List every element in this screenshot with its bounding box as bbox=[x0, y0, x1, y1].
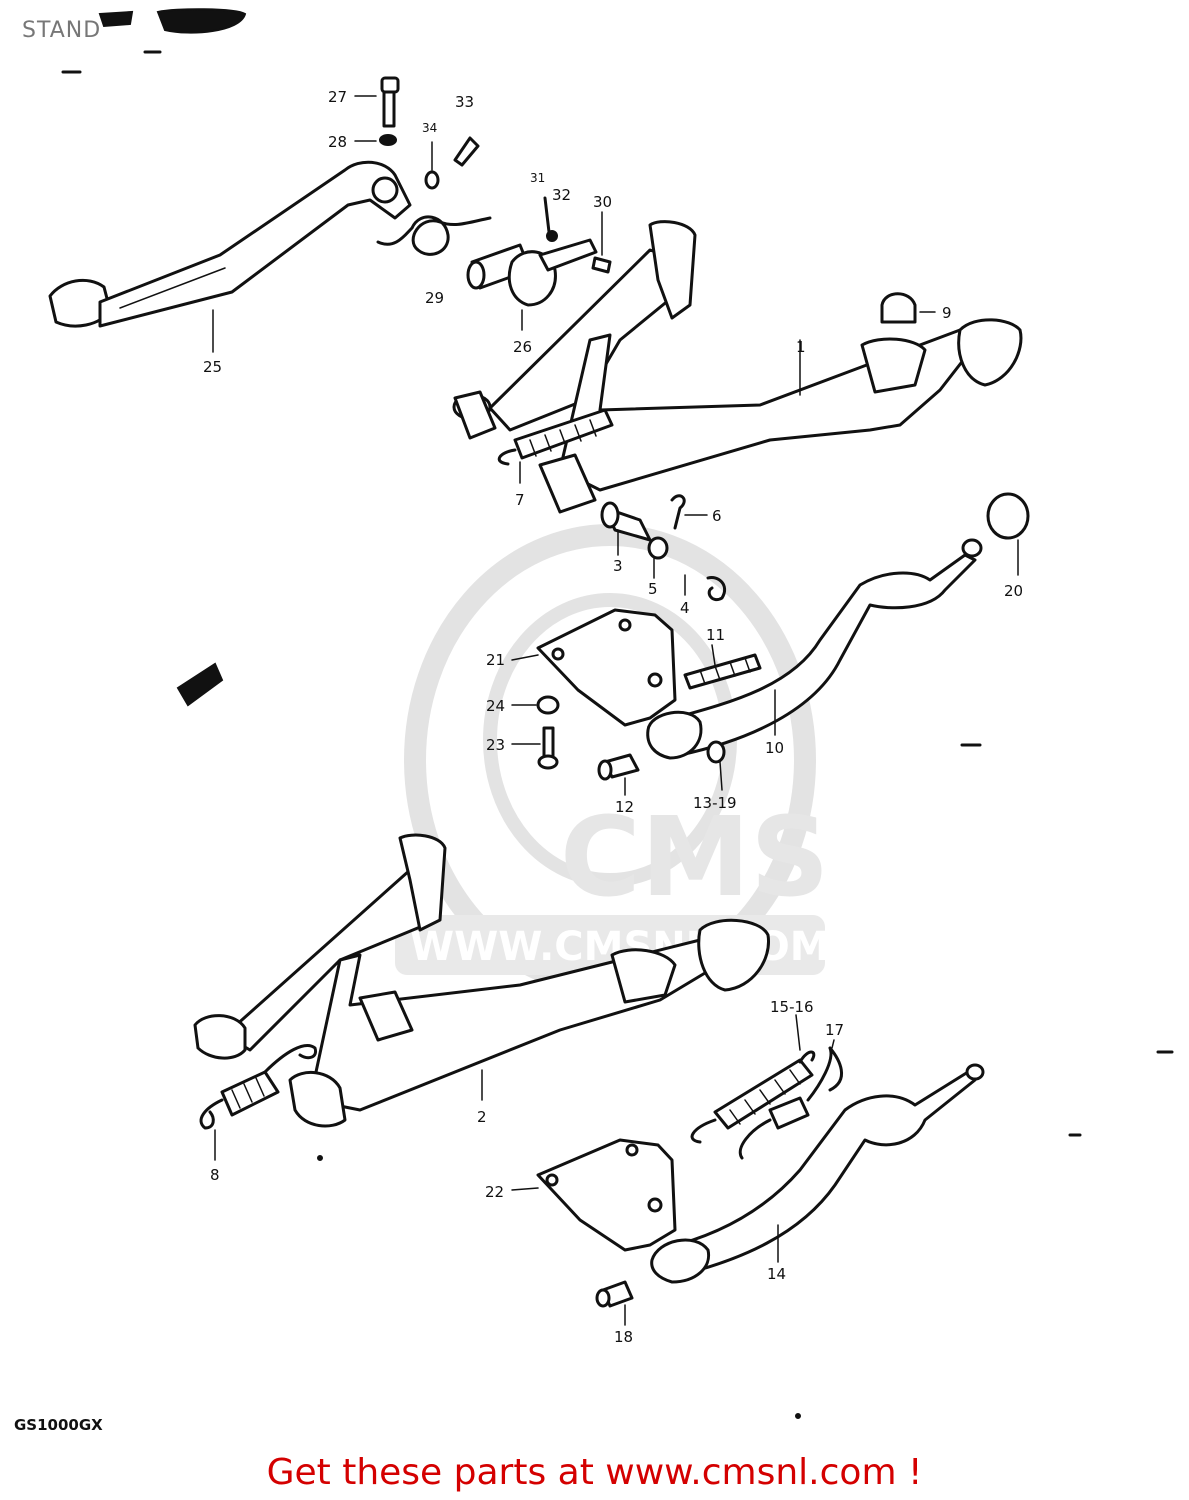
callout-15-16: 15-16 bbox=[770, 998, 814, 1016]
bracket-bolt bbox=[537, 726, 559, 770]
callout-14: 14 bbox=[767, 1265, 786, 1283]
adjuster-bolt bbox=[453, 136, 480, 167]
callout-7: 7 bbox=[515, 491, 525, 509]
pivot-shaft bbox=[600, 501, 652, 542]
margin-marks bbox=[317, 743, 1174, 1419]
cotter-pin bbox=[670, 494, 686, 530]
spring-17 bbox=[738, 1046, 843, 1160]
side-stand-bracket bbox=[536, 608, 677, 727]
side-stand-lower bbox=[650, 1063, 985, 1284]
callout-6: 6 bbox=[712, 507, 722, 525]
callout-29: 29 bbox=[425, 289, 444, 307]
center-stand-lower bbox=[193, 833, 770, 1128]
side-stand-nut bbox=[706, 740, 726, 764]
callout-20: 20 bbox=[1004, 582, 1023, 600]
callout-27: 27 bbox=[328, 88, 347, 106]
washer bbox=[379, 134, 397, 146]
exploded-parts-diagram: CMS WWW.CMSNL.COM bbox=[48, 8, 1174, 1419]
callout-32: 32 bbox=[552, 186, 571, 204]
cmsnl-link[interactable]: Get these parts at www.cmsnl.com ! bbox=[266, 1452, 923, 1493]
callout-9: 9 bbox=[942, 304, 952, 322]
return-spring bbox=[376, 215, 492, 256]
callout-34: 34 bbox=[422, 121, 437, 135]
callout-1: 1 bbox=[796, 338, 806, 356]
callout-8: 8 bbox=[210, 1166, 220, 1184]
side-stand-cap bbox=[986, 492, 1030, 540]
pedal-shaft bbox=[466, 196, 612, 307]
side-stand-spring-lower bbox=[690, 1050, 816, 1144]
side-stand-bracket-lower bbox=[536, 1138, 677, 1252]
clip bbox=[706, 575, 727, 602]
stopper-rubber bbox=[880, 292, 917, 324]
callout-28: 28 bbox=[328, 133, 347, 151]
diagram-title: STAND bbox=[22, 18, 102, 43]
callout-3: 3 bbox=[613, 557, 623, 575]
callout-5: 5 bbox=[648, 580, 658, 598]
pivot-washer bbox=[647, 536, 669, 560]
header-smudge bbox=[61, 8, 247, 74]
callout-22: 22 bbox=[485, 1183, 504, 1201]
leader-lines bbox=[212, 95, 1019, 1326]
callout-labels: 27 28 33 34 31 32 30 29 26 25 9 1 7 6 3 … bbox=[203, 88, 1023, 1346]
bracket-nut bbox=[536, 695, 560, 715]
model-code: GS1000GX bbox=[14, 1416, 103, 1434]
callout-10: 10 bbox=[765, 739, 784, 757]
stand-spring-upper bbox=[497, 408, 614, 466]
callout-11: 11 bbox=[706, 626, 725, 644]
callout-26: 26 bbox=[513, 338, 532, 356]
callout-2: 2 bbox=[477, 1108, 487, 1126]
callout-25: 25 bbox=[203, 358, 222, 376]
nut bbox=[424, 170, 440, 190]
callout-30: 30 bbox=[593, 193, 612, 211]
callout-24: 24 bbox=[486, 697, 505, 715]
pivot-bolt bbox=[380, 76, 400, 128]
stand-spring-lower bbox=[199, 1044, 318, 1130]
callout-21: 21 bbox=[486, 651, 505, 669]
callout-23: 23 bbox=[486, 736, 505, 754]
callout-4: 4 bbox=[680, 599, 690, 617]
callout-33: 33 bbox=[455, 93, 474, 111]
side-stand-bolt-lower bbox=[595, 1280, 634, 1308]
side-stand bbox=[646, 538, 983, 760]
callout-31: 31 bbox=[530, 171, 545, 185]
callout-17: 17 bbox=[825, 1021, 844, 1039]
side-stand-spring bbox=[683, 653, 762, 690]
callout-18: 18 bbox=[614, 1328, 633, 1346]
center-stand bbox=[452, 220, 1023, 514]
forward-arrow bbox=[176, 662, 224, 707]
side-stand-bolt bbox=[597, 753, 640, 781]
callout-13-19: 13-19 bbox=[693, 794, 737, 812]
watermark-brand: CMS bbox=[560, 793, 829, 921]
callout-12: 12 bbox=[615, 798, 634, 816]
brake-pedal bbox=[48, 160, 412, 328]
